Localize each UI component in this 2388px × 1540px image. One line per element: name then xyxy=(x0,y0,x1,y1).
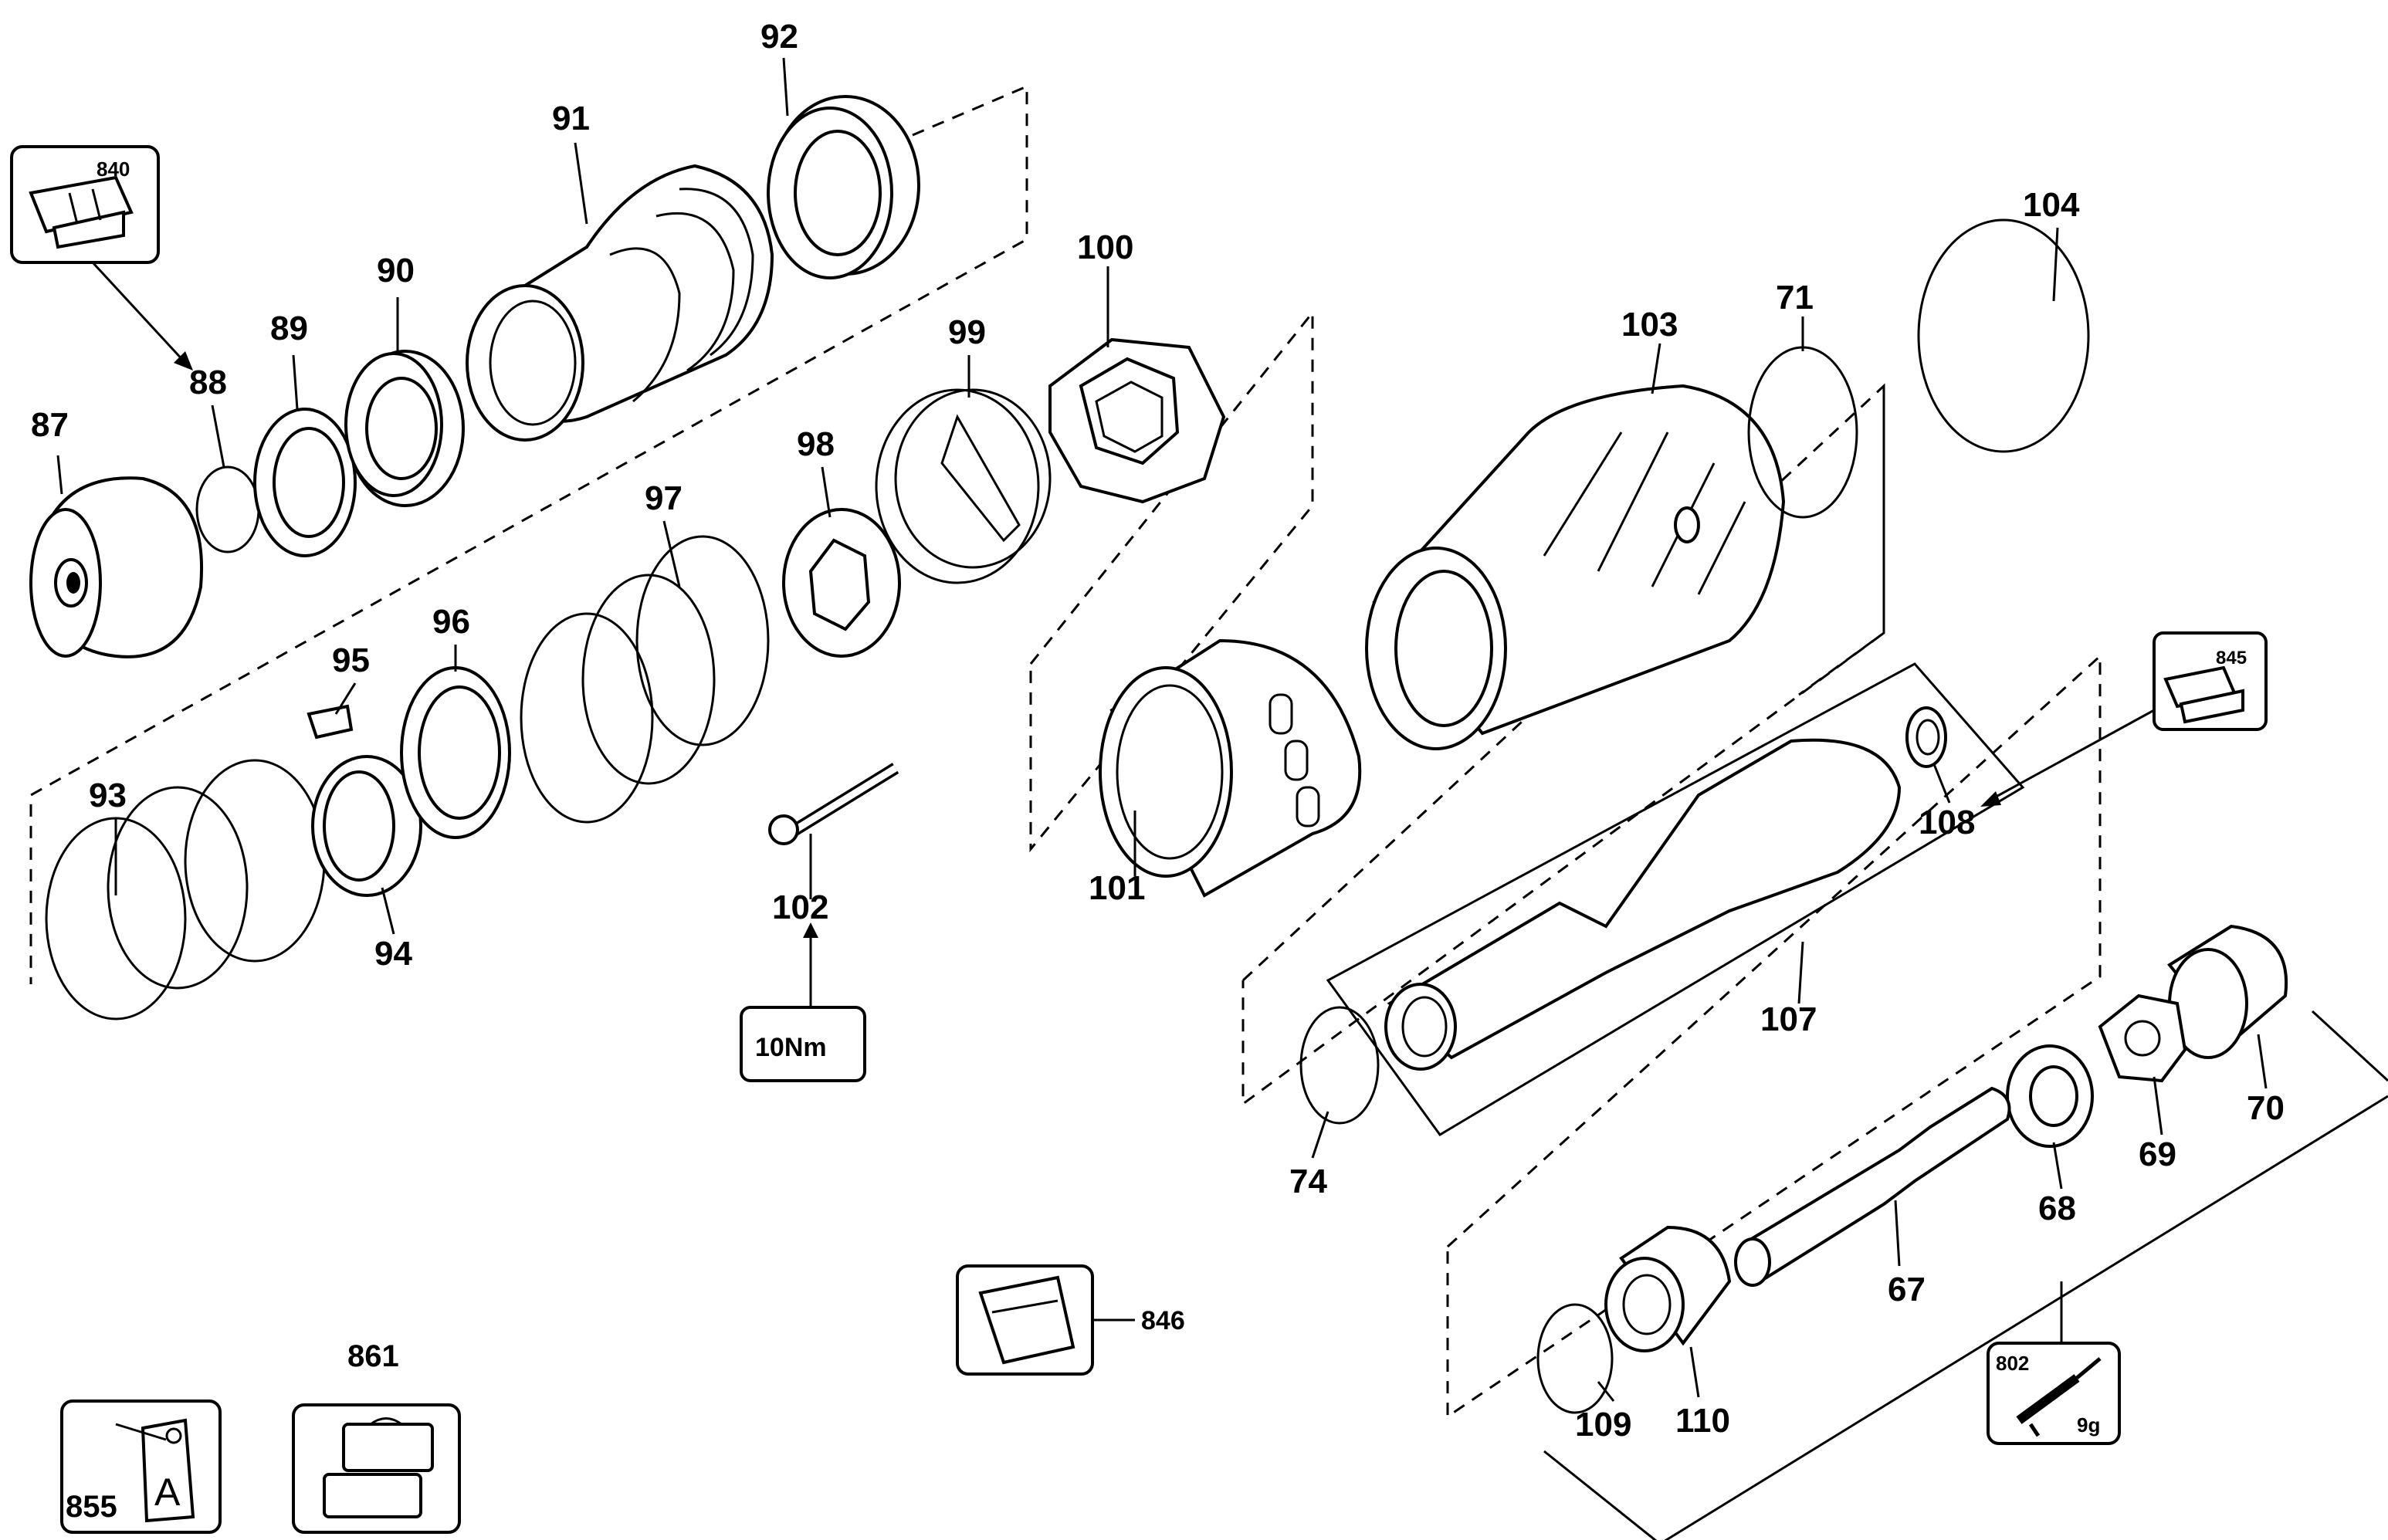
toolbox-open-icon xyxy=(2163,665,2244,724)
part-70-sleeve xyxy=(2167,924,2288,1059)
part-110-piston xyxy=(1604,1225,1732,1352)
label-96: 96 xyxy=(432,603,470,641)
torque-value: 10Nm xyxy=(755,1033,827,1062)
toolbox-open-icon xyxy=(29,175,134,249)
part-89-washer xyxy=(253,408,357,557)
accessory-box-861 xyxy=(292,1403,461,1534)
group-frame-middle xyxy=(1029,309,1314,853)
part-104-large-o-ring xyxy=(1917,218,2090,453)
part-87-end-cap xyxy=(29,476,203,658)
label-90: 90 xyxy=(377,252,415,289)
label-107: 107 xyxy=(1760,1000,1817,1038)
leader-lines xyxy=(56,57,2268,1402)
label-70: 70 xyxy=(2247,1089,2285,1127)
accessory-box-840: 840 xyxy=(10,145,160,264)
label-855: 855 xyxy=(66,1490,117,1524)
label-69: 69 xyxy=(2139,1136,2176,1173)
part-68-bearing xyxy=(2006,1044,2094,1148)
label-104: 104 xyxy=(2023,186,2080,224)
assembly-frame-67-70 xyxy=(1543,1010,2388,1540)
part-97-spring xyxy=(520,535,770,824)
part-101-locking-sleeve xyxy=(1099,638,1362,898)
label-103: 103 xyxy=(1621,306,1678,344)
carry-case-icon xyxy=(323,1417,434,1518)
group-frame-right-middle xyxy=(1241,383,1885,1106)
spindle-frame-107 xyxy=(1326,662,2025,1136)
label-67: 67 xyxy=(1888,1271,1926,1308)
part-93-spring xyxy=(45,759,326,1020)
part-67-striker xyxy=(1734,1086,2011,1287)
paper-tag-icon xyxy=(115,1418,195,1523)
label-97: 97 xyxy=(645,479,683,517)
label-99: 99 xyxy=(948,313,986,351)
part-109-o-ring xyxy=(1536,1303,1614,1414)
label-91: 91 xyxy=(552,100,590,137)
label-74: 74 xyxy=(1289,1163,1327,1200)
label-93: 93 xyxy=(89,777,127,814)
label-845: 845 xyxy=(2216,648,2247,668)
label-846: 846 xyxy=(1141,1306,1185,1335)
label-88: 88 xyxy=(189,364,227,401)
label-95: 95 xyxy=(332,641,370,679)
part-74-o-ring xyxy=(1299,1006,1380,1125)
part-100-clutch-ring xyxy=(1048,337,1226,504)
grease-weight: 9g xyxy=(2077,1413,2100,1437)
label-108: 108 xyxy=(1919,804,1975,841)
part-99-wire-coil xyxy=(875,388,1052,584)
label-71: 71 xyxy=(1776,279,1814,316)
part-95-key xyxy=(307,704,354,740)
label-109: 109 xyxy=(1575,1406,1631,1444)
label-110: 110 xyxy=(1675,1402,1730,1440)
group-frame-lower-right xyxy=(1446,653,2102,1419)
part-69-star-coupling xyxy=(2098,993,2187,1083)
part-71-o-ring xyxy=(1747,346,1858,519)
part-108-small-seal xyxy=(1905,706,1947,768)
label-100: 100 xyxy=(1077,228,1133,266)
tag-letter: A xyxy=(154,1471,181,1514)
label-89: 89 xyxy=(270,310,308,347)
label-92: 92 xyxy=(760,18,798,56)
label-840: 840 xyxy=(97,157,130,181)
group-frame-ring-71 xyxy=(1798,386,1885,696)
leader-arrows xyxy=(91,261,2155,1322)
label-861: 861 xyxy=(347,1339,399,1373)
part-98-hex-sleeve xyxy=(782,508,901,658)
accessory-box-846 xyxy=(956,1264,1094,1376)
part-107-spindle xyxy=(1384,738,1902,1071)
torque-callout-box xyxy=(740,1006,866,1082)
label-98: 98 xyxy=(797,425,835,463)
label-802: 802 xyxy=(1996,1352,2029,1375)
group-frame-upper-left xyxy=(29,84,1028,984)
part-96-ring xyxy=(400,666,511,839)
label-68: 68 xyxy=(2038,1190,2076,1227)
part-88-retaining-ring xyxy=(195,465,260,553)
grease-bag-icon xyxy=(978,1275,1075,1365)
accessory-box-855 xyxy=(60,1400,222,1534)
label-102: 102 xyxy=(772,888,828,926)
part-92-seal xyxy=(767,95,920,279)
grease-gun-icon xyxy=(2016,1357,2102,1437)
part-91-bellows xyxy=(466,164,774,442)
label-101: 101 xyxy=(1089,869,1145,907)
label-94: 94 xyxy=(374,935,412,973)
part-103-gear-housing xyxy=(1365,384,1786,750)
part-102-screw xyxy=(768,763,899,845)
label-87: 87 xyxy=(31,406,69,444)
part-94-collar xyxy=(311,755,422,897)
accessory-box-845: 845 xyxy=(2153,631,2268,731)
accessory-box-802 xyxy=(1987,1342,2121,1445)
part-90-seal xyxy=(344,350,465,507)
part-labels: 87 88 89 90 91 92 93 94 95 96 97 98 99 1… xyxy=(31,18,2285,1524)
